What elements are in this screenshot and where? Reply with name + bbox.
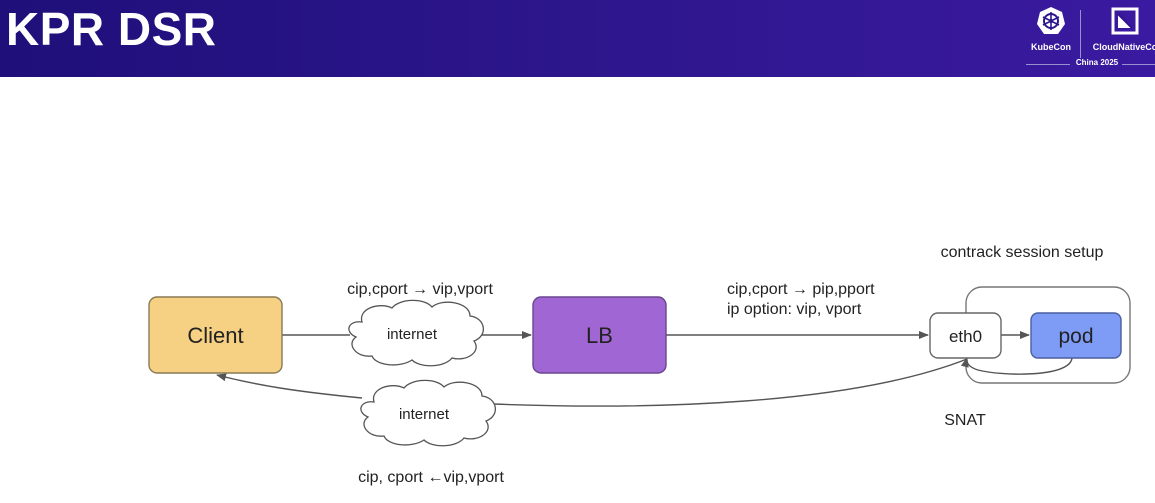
client-label: Client [187,323,243,348]
slide-header: KPR DSR KubeCon CloudNativeCo China 2025 [0,0,1155,77]
event-label: China 2025 [1075,58,1119,67]
internet-cloud-top [348,299,484,367]
divider-line [1026,64,1070,65]
forward-client-label: cip,cport → vip,vport [347,281,493,298]
forward-lb-label-line1: cip,cport → pip,pport [727,281,875,298]
client-node [148,296,283,374]
forward-lb-label-line2: ip option: vip, vport [727,301,862,318]
internet-bottom-label: internet [399,406,450,423]
cncf-logo: CloudNativeCo [1090,6,1155,52]
slide-title: KPR DSR [6,3,217,55]
eth0-node [929,312,1002,359]
conntrack-label: contrack session setup [941,244,1104,261]
edge-eth0-internet-return [492,358,968,407]
logo-divider [1080,10,1081,58]
pod-node [1030,312,1122,359]
kubecon-logo: KubeCon [1026,6,1076,52]
eth0-label: eth0 [949,327,982,346]
internet-top-label: internet [387,326,438,343]
edge-internet-client-return [216,373,363,399]
lb-label: LB [586,323,613,348]
pod-label: pod [1058,325,1093,348]
snat-label: SNAT [944,412,986,429]
cncf-icon [1111,7,1139,35]
edge-pod-eth0-return [960,357,1073,375]
kubernetes-wheel-icon [1037,7,1065,34]
lb-node [532,296,667,374]
internet-cloud-bottom [360,379,496,447]
kubecon-label: KubeCon [1031,42,1071,52]
cncf-label: CloudNativeCo [1092,42,1155,52]
return-label: cip, cport ←vip,vport [358,469,504,486]
divider-line [1122,64,1155,65]
kpr-dsr-diagram: Client internet LB eth0 pod internet cip… [148,244,1131,486]
